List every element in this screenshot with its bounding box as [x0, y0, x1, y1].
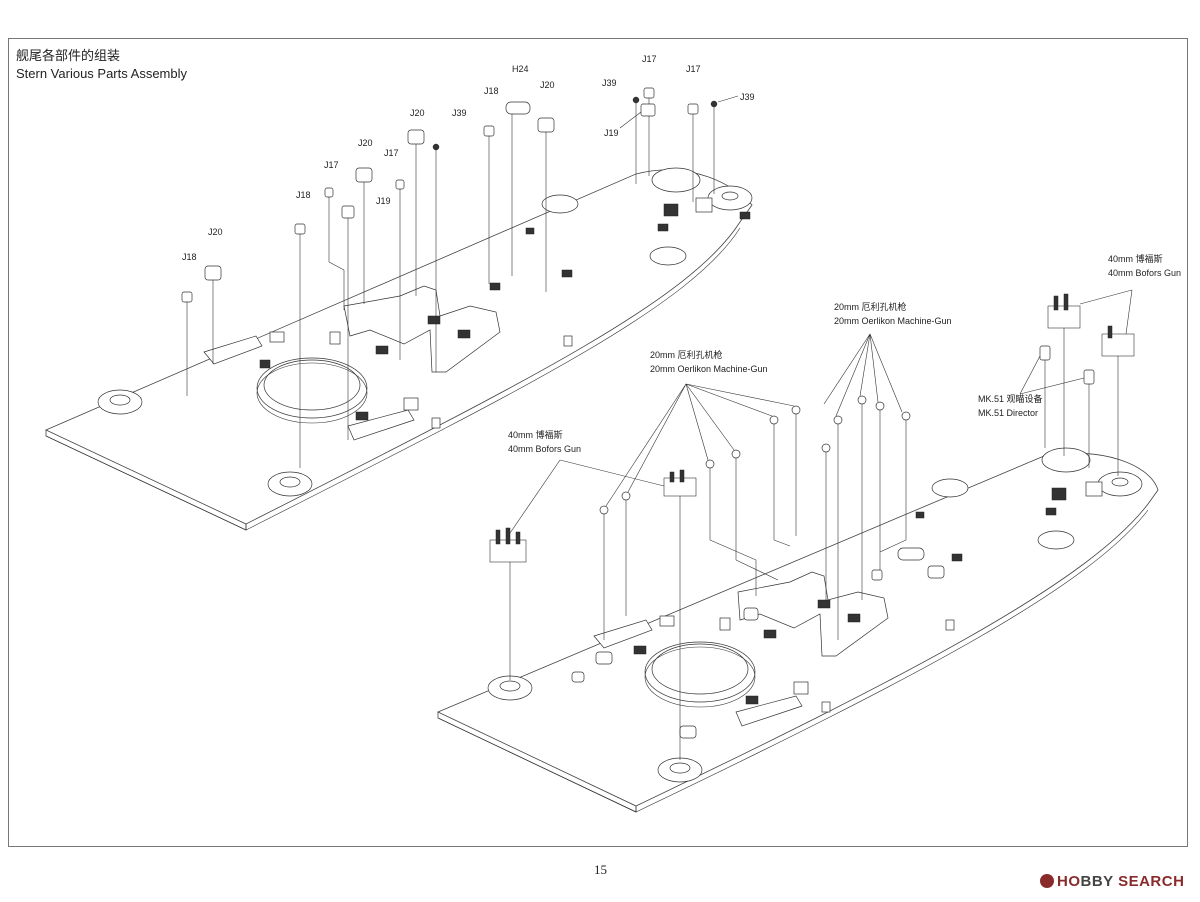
label-h24: H24 [512, 64, 529, 74]
platform-disc-d [1037, 530, 1075, 550]
mk51-director-a [1039, 345, 1051, 448]
barbette-ring-lower [644, 641, 756, 708]
lower-deck-plate [437, 452, 1159, 813]
bofors-right-label-en: 40mm Bofors Gun [1108, 268, 1181, 278]
lower-deck-assembly [437, 289, 1159, 813]
oerlikon-mid-label-en: 20mm Oerlikon Machine-Gun [650, 364, 768, 374]
superstructure-wall-upper [343, 285, 501, 373]
page-frame [8, 38, 1188, 847]
label-j17-c: J17 [642, 54, 657, 64]
oerlikon-guns [599, 395, 911, 640]
gun-tub-lower-aft [487, 675, 533, 701]
label-j18-a: J18 [182, 252, 197, 262]
callout-leaders [507, 289, 1133, 537]
gun-tub-lower-stern [657, 757, 703, 783]
bofors-left-label-en: 40mm Bofors Gun [508, 444, 581, 454]
gun-tub-bow-pair [651, 167, 753, 211]
label-j39-b: J39 [602, 78, 617, 88]
mk51-director-b [1083, 369, 1095, 468]
label-j17-d: J17 [686, 64, 701, 74]
upper-deck-assembly: J18 J20 J18 J17 J19 J20 [45, 54, 755, 531]
bofors-gun-mid [663, 469, 697, 760]
bofors-gun-right-a [1047, 293, 1081, 456]
label-j19-b: J19 [604, 128, 619, 138]
bofors-right-label-cn: 40mm 博福斯 [1108, 253, 1163, 264]
platform-disc-c [931, 478, 969, 498]
hobby-search-watermark: HOBBY SEARCH [1040, 873, 1184, 890]
label-j17-b: J17 [384, 148, 399, 158]
oerlikon-right-label-cn: 20mm 厄利孔机枪 [834, 301, 907, 312]
page-number: 15 [594, 862, 607, 877]
label-j20-c: J20 [410, 108, 425, 118]
label-j39-c: J39 [740, 92, 755, 102]
superstructure-wall-lower [737, 571, 889, 657]
label-j39-a: J39 [452, 108, 467, 118]
mk51-label-cn: MK.51 观瞄设备 [978, 393, 1043, 404]
label-j18-c: J18 [484, 86, 499, 96]
label-j18-b: J18 [296, 190, 311, 200]
label-j20-a: J20 [208, 227, 223, 237]
platform-disc-b [649, 246, 687, 266]
watermark-part-2: BBY [1080, 873, 1114, 890]
watermark-part-3: SEARCH [1113, 873, 1185, 890]
watermark-logo-icon [1040, 874, 1054, 888]
upper-deck-plate [45, 169, 753, 531]
barbette-ring-upper [256, 357, 368, 424]
watermark-part-1: HO [1057, 873, 1081, 890]
gun-tub-aft [97, 389, 143, 415]
mk51-label-en: MK.51 Director [978, 408, 1038, 418]
label-j20-b: J20 [358, 138, 373, 148]
label-j20-d: J20 [540, 80, 555, 90]
bofors-gun-right-b [1101, 325, 1135, 476]
label-j19-a: J19 [376, 196, 391, 206]
title-chinese: 舰尾各部件的组装 [16, 48, 121, 63]
bofors-left-label-cn: 40mm 博福斯 [508, 429, 563, 440]
oerlikon-mid-label-cn: 20mm 厄利孔机枪 [650, 349, 723, 360]
oerlikon-right-label-en: 20mm Oerlikon Machine-Gun [834, 316, 952, 326]
part-callouts-upper: J18 J20 J18 J17 J19 J20 [181, 54, 755, 468]
platform-disc-a [541, 194, 579, 214]
title-english: Stern Various Parts Assembly [16, 66, 187, 81]
label-j17-a: J17 [324, 160, 339, 170]
bofors-gun-left [489, 527, 527, 680]
gun-tub-stern [267, 471, 313, 497]
